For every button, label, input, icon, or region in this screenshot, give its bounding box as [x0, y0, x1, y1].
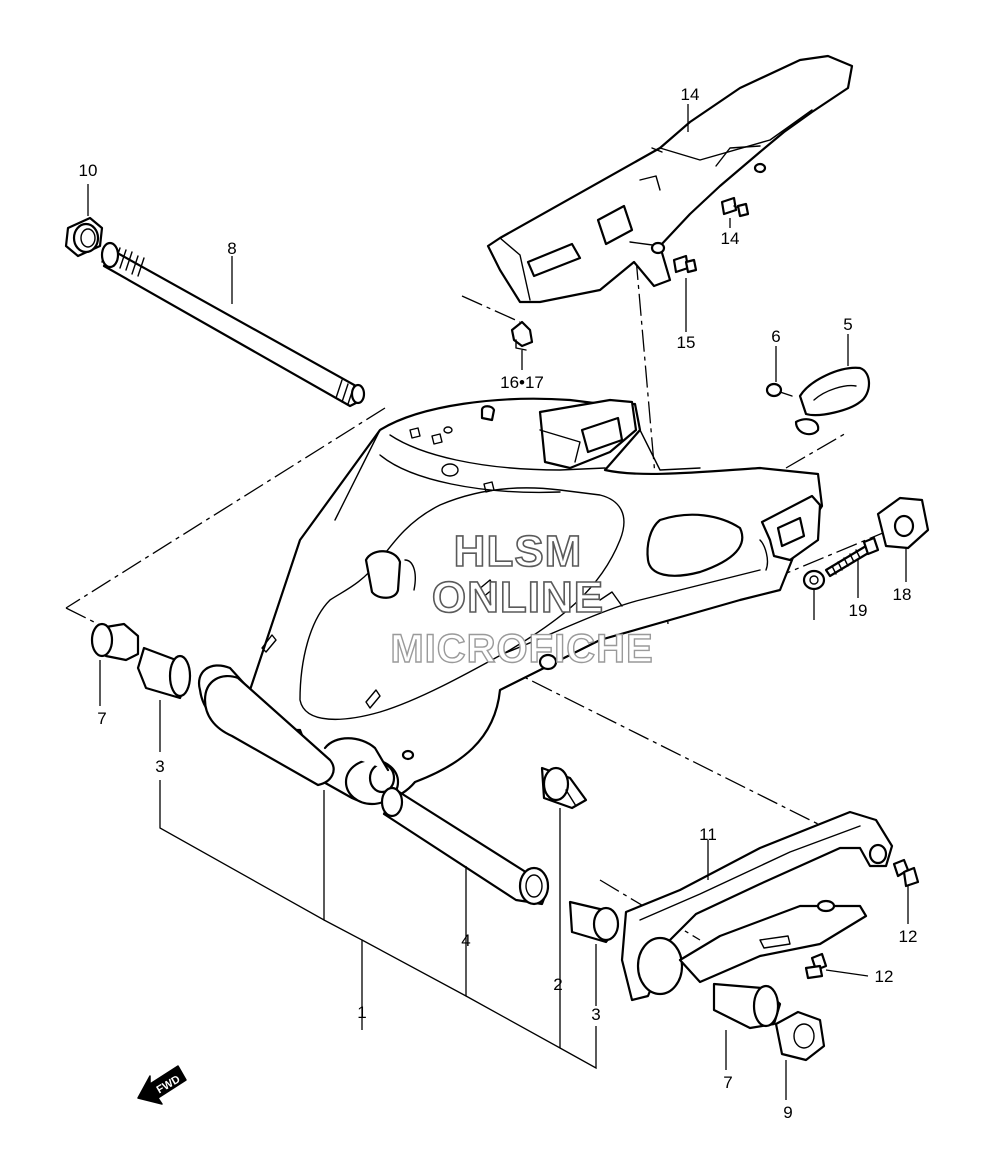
callout-15: 16•17: [500, 373, 544, 392]
callout-14-upper: 14: [721, 229, 740, 248]
callout-3-left: 3: [155, 757, 164, 776]
callout-7-right: 7: [723, 1073, 732, 1092]
callout-14-lower: 15: [677, 333, 696, 352]
chain-guide-plate[interactable]: [794, 366, 871, 436]
callout-18: 19: [849, 601, 868, 620]
watermark-line3: MICROFICHE: [390, 627, 653, 671]
callout-2: 2: [553, 975, 562, 994]
callout-4: 4: [461, 931, 470, 950]
callout-7-left: 7: [97, 709, 106, 728]
callout-16-17: 18: [893, 585, 912, 604]
spacer-right[interactable]: [712, 982, 782, 1030]
watermark-line1: HLSM: [454, 527, 583, 576]
callout-11: 11: [699, 825, 717, 844]
chain-case[interactable]: [486, 54, 854, 304]
fwd-arrow-icon: FWD: [137, 1065, 187, 1105]
callout-10: 10: [79, 161, 98, 180]
adjuster-nut[interactable]: [802, 569, 826, 591]
callout-5: 5: [843, 315, 852, 334]
buffer-screw-upper[interactable]: [892, 858, 920, 888]
callout-8: 8: [227, 239, 236, 258]
guide-screw[interactable]: [765, 382, 793, 398]
chain-case-screw-lower[interactable]: [672, 254, 698, 274]
callout-1: 1: [357, 1003, 366, 1022]
callout-labels: 10 8 14 14 15 16•17 6 5 18 19 7 3 4 1 2 …: [79, 85, 918, 1122]
watermark: HLSM ONLINE MICROFICHE: [390, 526, 654, 672]
sleeve[interactable]: [380, 786, 550, 906]
pivot-nut-right[interactable]: [774, 1010, 826, 1062]
swingarm[interactable]: [197, 397, 824, 806]
callout-3-right: 3: [591, 1005, 600, 1024]
leader-lines: [87, 104, 909, 1100]
buffer-screw-lower[interactable]: [804, 952, 828, 980]
chain-case-screw-upper[interactable]: [720, 196, 750, 218]
clip[interactable]: [510, 320, 534, 351]
bearing-right[interactable]: [568, 900, 620, 944]
bearing-left[interactable]: [136, 646, 192, 700]
callout-13: 14: [681, 85, 700, 104]
pivot-shaft[interactable]: [100, 241, 366, 408]
pivot-nut[interactable]: [64, 216, 104, 258]
watermark-line2: ONLINE: [432, 573, 604, 622]
callout-6: 6: [771, 327, 780, 346]
callout-12-lower: 12: [875, 967, 894, 986]
needle-bearing[interactable]: [540, 766, 588, 810]
chain-adjuster-block[interactable]: [876, 496, 930, 550]
spacer-left[interactable]: [90, 622, 140, 662]
chain-buffer[interactable]: [620, 810, 894, 1002]
callout-12-upper: 12: [899, 927, 918, 946]
fwd-label: FWD: [155, 1073, 183, 1096]
callout-9: 9: [783, 1103, 792, 1122]
adjuster-bolt[interactable]: [824, 536, 880, 578]
